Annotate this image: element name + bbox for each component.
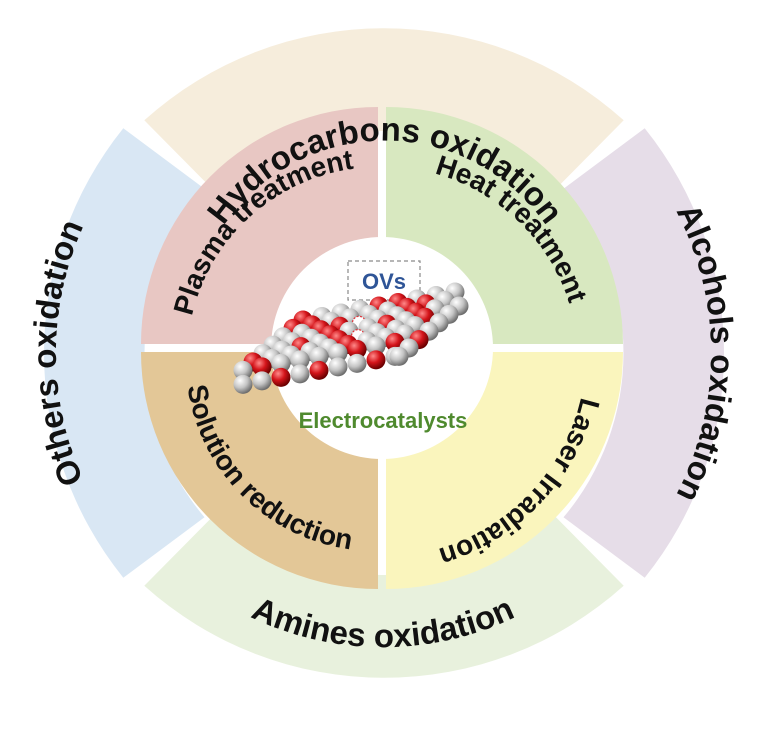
oxygen-atom xyxy=(252,357,272,377)
metal-atom xyxy=(233,374,253,394)
metal-atom xyxy=(309,346,329,366)
metal-atom xyxy=(233,360,253,380)
quadrant-plasma-treatment xyxy=(141,107,378,344)
metal-atom xyxy=(328,343,348,363)
metal-atom xyxy=(271,353,291,373)
quadrant-solution-reduction xyxy=(141,352,378,589)
metal-atom xyxy=(290,350,310,370)
oxygen-atom xyxy=(309,360,329,380)
sector-others-oxidation xyxy=(44,128,205,578)
metal-atom xyxy=(290,364,310,384)
oxygen-atom xyxy=(347,339,367,359)
catalyst-lattice xyxy=(233,282,469,394)
electrocatalysts-label: Electrocatalysts xyxy=(299,408,468,433)
oxygen-atom xyxy=(271,367,291,387)
quadrant-laser-irradiation xyxy=(386,352,623,589)
metal-atom xyxy=(389,346,409,366)
metal-atom xyxy=(252,371,272,391)
oxygen-atom xyxy=(366,350,386,370)
inner-ring xyxy=(141,107,623,589)
metal-atom xyxy=(328,357,348,377)
ovs-callout-box xyxy=(347,260,421,301)
sector-alcohols-oxidation xyxy=(563,128,724,578)
ovs-callout: OVs xyxy=(347,260,421,356)
metal-atom xyxy=(347,353,367,373)
quadrant-heat-treatment xyxy=(386,107,623,344)
ovs-label: OVs xyxy=(362,269,406,294)
metal-atom xyxy=(366,336,386,356)
